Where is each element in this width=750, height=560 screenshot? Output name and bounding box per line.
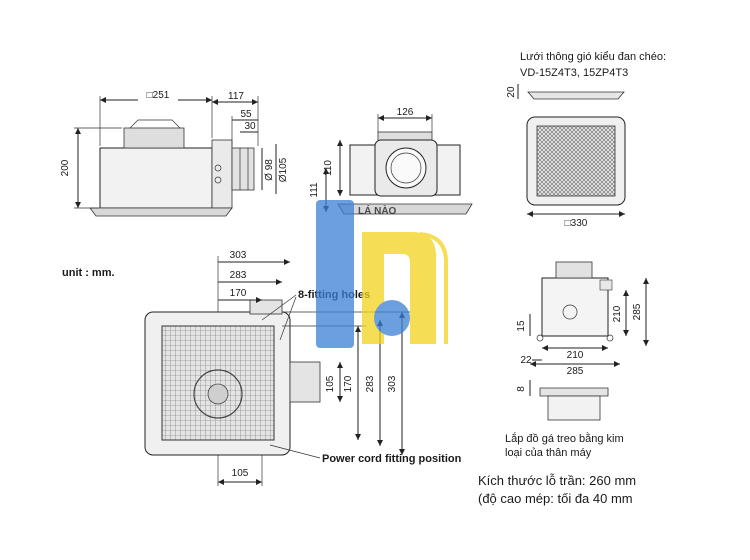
- dim-303-h: 303: [230, 250, 247, 261]
- bottom-view: 303 283 170 8-fitting holes 105 170 283 …: [144, 250, 462, 486]
- grille-models: VD-15Z4T3, 15ZP4T3: [520, 67, 628, 79]
- grille-profile: [527, 91, 625, 100]
- dim-170-v: 170: [343, 375, 354, 392]
- bracket-dim-285-v: 285: [632, 303, 643, 320]
- power-cord-label: Power cord fitting position: [322, 453, 462, 465]
- ceiling-edge-height: (độ cao mép: tối đa 40 mm: [478, 491, 633, 506]
- grille-view: Lưới thông gió kiểu đan chéo: VD-15Z4T3,…: [506, 51, 666, 229]
- dim-30: 30: [244, 121, 256, 132]
- front-view: 126 110 111: [309, 107, 473, 215]
- dim-200: 200: [60, 159, 71, 176]
- bracket-dim-22: 22: [520, 355, 532, 366]
- watermark-logo: LÁ NÀO: [316, 200, 448, 348]
- bracket-dim-210-h: 210: [567, 350, 584, 361]
- dim-283-h: 283: [230, 270, 247, 281]
- side-view-duct: [231, 147, 255, 191]
- bracket-view: 210 285 15 22 210 285 8 Lắp đồ gá treo b…: [505, 261, 649, 459]
- dim-105-v: 105: [325, 375, 336, 392]
- ceiling-hole-size: Kích thước lỗ trần: 260 mm: [478, 473, 636, 488]
- dim-170-h: 170: [230, 288, 247, 299]
- dim-303-v: 303: [387, 375, 398, 392]
- grille-dim-330: □330: [565, 218, 588, 229]
- dim-d98: Ø 98: [264, 159, 275, 181]
- side-view: □251 117 55 30 200 Ø 98 Ø105: [60, 89, 289, 217]
- dim-105-h: 105: [232, 468, 249, 479]
- dim-111: 111: [309, 182, 320, 198]
- dim-117: 117: [228, 91, 244, 102]
- dim-55: 55: [240, 109, 252, 120]
- bracket-caption-line2: loại của thân máy: [505, 447, 592, 459]
- bracket-section: [539, 387, 609, 397]
- bracket-caption-line1: Lắp đồ gá treo bằng kim: [505, 432, 624, 445]
- dim-110: 110: [323, 160, 334, 176]
- dim-126: 126: [397, 107, 414, 118]
- side-view-motor: [123, 127, 185, 149]
- bottom-view-duct: [289, 361, 321, 403]
- bottom-view-grille: [161, 325, 275, 441]
- bracket-dim-15: 15: [516, 320, 527, 332]
- bracket-dim-285-h: 285: [567, 366, 584, 377]
- dim-251: □251: [147, 90, 170, 101]
- bracket-dim-8: 8: [516, 386, 527, 392]
- unit-label: unit : mm.: [62, 267, 115, 279]
- watermark-text: LÁ NÀO: [358, 204, 397, 217]
- bracket-dim-210-v: 210: [612, 305, 623, 322]
- dim-d105: Ø105: [278, 157, 289, 182]
- dim-283-v: 283: [365, 375, 376, 392]
- side-view-housing: [99, 147, 213, 209]
- front-view-duct-opening: [385, 147, 427, 189]
- grille-title: Lưới thông gió kiểu đan chéo:: [520, 51, 666, 63]
- grille-dim-20: 20: [506, 86, 517, 98]
